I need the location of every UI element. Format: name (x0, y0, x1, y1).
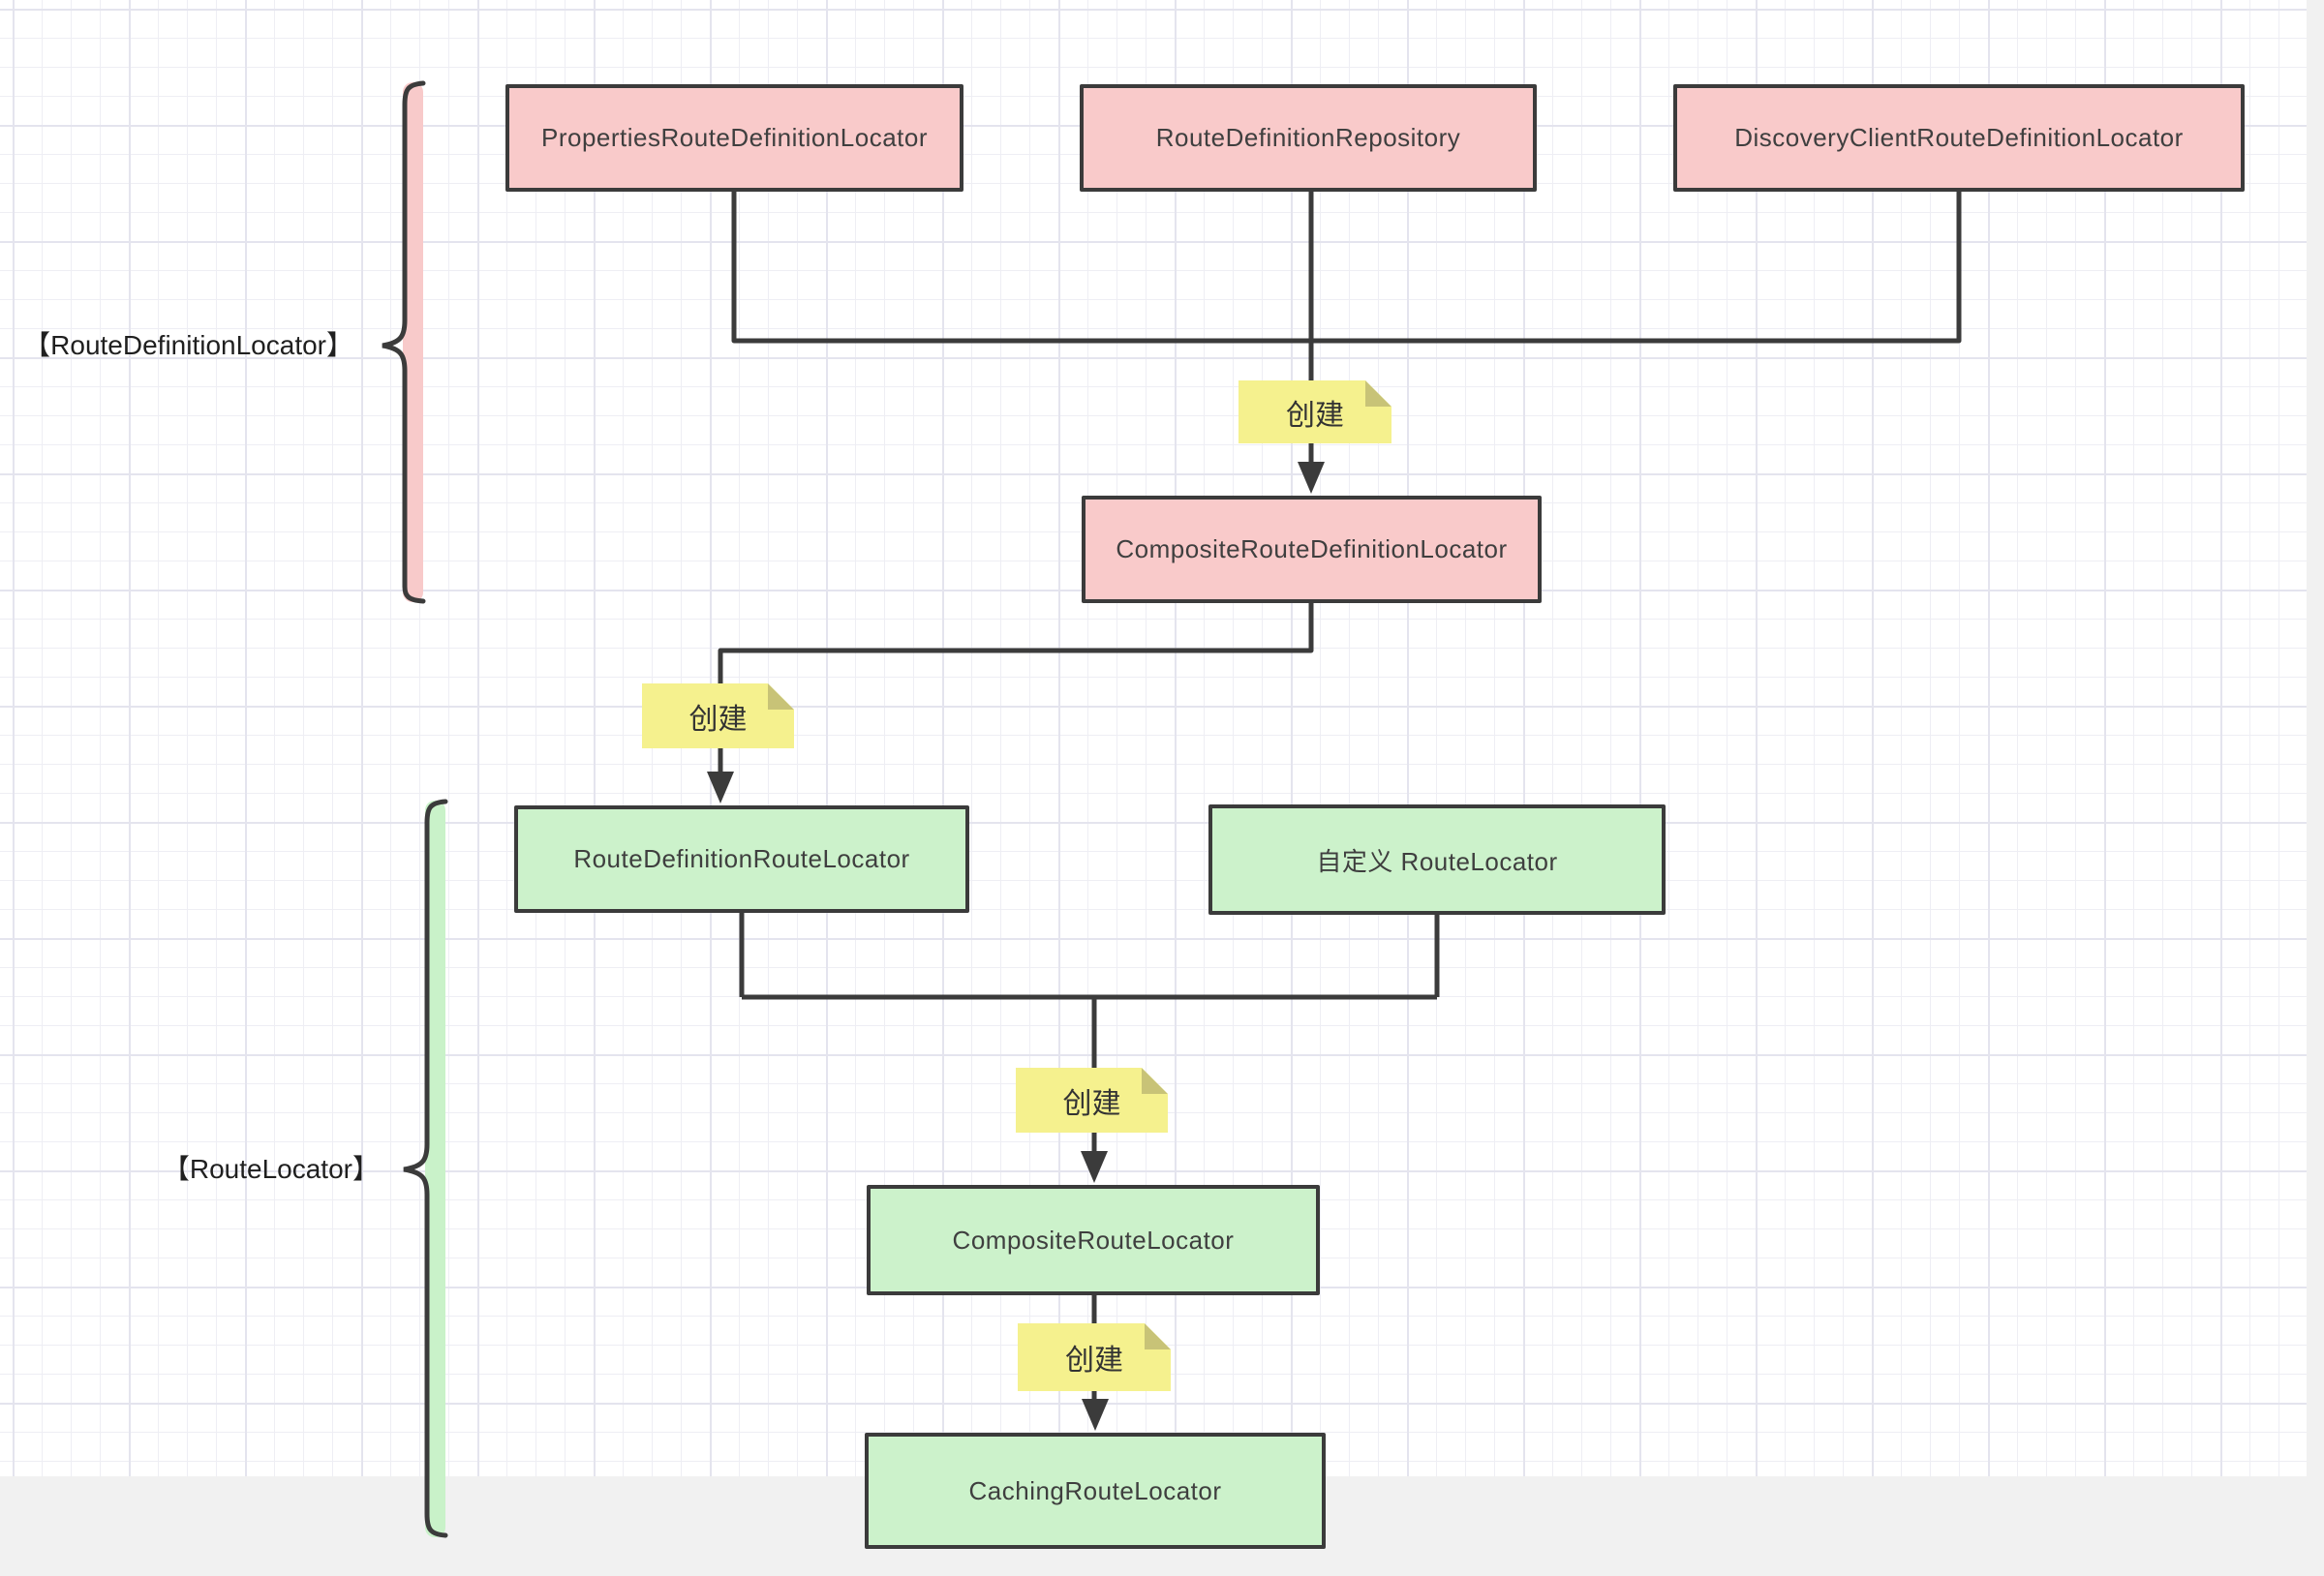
node-composite-route-definition-locator: CompositeRouteDefinitionLocator (1082, 496, 1542, 603)
node-label: RouteDefinitionRouteLocator (573, 844, 910, 873)
node-route-definition-route-locator: RouteDefinitionRouteLocator (514, 805, 969, 913)
brace-band-route-definition-locator (403, 82, 423, 602)
node-label: CachingRouteLocator (968, 1475, 1222, 1505)
note-label: 创建 (1286, 399, 1344, 432)
note-create-caching-route-locator: 创建 (1018, 1323, 1171, 1391)
arrowhead-to-route-definition-route-locator (707, 772, 734, 803)
note-create-composite-route-locator: 创建 (1016, 1068, 1168, 1133)
arrowhead-to-composite-route-locator (1081, 1151, 1108, 1183)
node-properties-route-definition-locator: PropertiesRouteDefinitionLocator (505, 84, 963, 192)
node-discovery-client-route-definition-locator: DiscoveryClientRouteDefinitionLocator (1673, 84, 2245, 192)
node-label: CompositeRouteLocator (952, 1225, 1235, 1255)
node-label: RouteDefinitionRepository (1155, 123, 1461, 152)
node-caching-route-locator: CachingRouteLocator (865, 1433, 1326, 1549)
node-composite-route-locator: CompositeRouteLocator (867, 1185, 1320, 1295)
node-label: DiscoveryClientRouteDefinitionLocator (1734, 123, 2184, 152)
connector-top-merge (731, 192, 1962, 344)
brace-band-route-locator (425, 801, 445, 1537)
connector-to-route-definition-route-locator (718, 603, 1314, 774)
node-custom-route-locator: 自定义 RouteLocator (1208, 804, 1666, 915)
note-create-route-definition-route-locator: 创建 (642, 683, 794, 748)
group-label-route-locator: 【RouteLocator】 (162, 1154, 380, 1184)
note-create-composite-definition: 创建 (1238, 380, 1391, 443)
brace-route-definition-locator (382, 80, 426, 604)
arrowhead-to-composite-definition (1298, 462, 1325, 494)
group-label-route-definition-locator: 【RouteDefinitionLocator】 (23, 330, 353, 360)
node-label: PropertiesRouteDefinitionLocator (541, 123, 928, 152)
note-label: 创建 (688, 703, 748, 736)
node-label: 自定义 RouteLocator (1316, 846, 1558, 876)
brace-route-locator (403, 799, 448, 1538)
connector-merge-to-composite-route-locator (739, 913, 1440, 1154)
note-label: 创建 (1065, 1345, 1123, 1377)
node-route-definition-repository: RouteDefinitionRepository (1080, 84, 1537, 192)
arrowhead-to-caching-route-locator (1082, 1399, 1109, 1431)
note-label: 创建 (1062, 1087, 1121, 1120)
node-label: CompositeRouteDefinitionLocator (1116, 534, 1508, 563)
canvas-right-margin (2307, 0, 2324, 1576)
